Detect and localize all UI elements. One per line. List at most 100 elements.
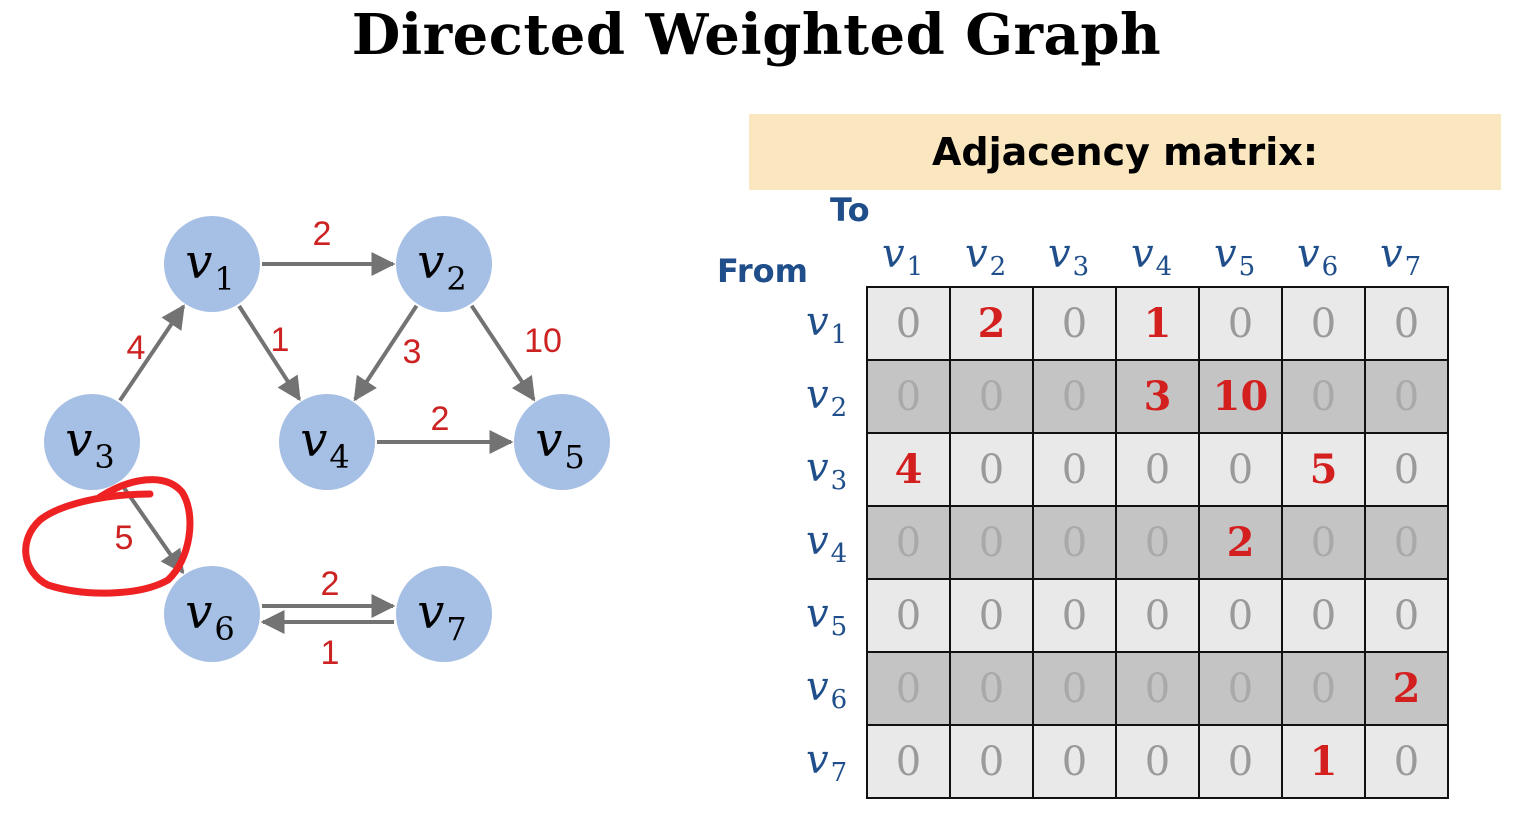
node-circle-v4	[279, 394, 375, 490]
column-header-3: v3	[1048, 234, 1089, 280]
edge-v1-v4	[237, 304, 302, 402]
node-label-v4: v4	[300, 412, 349, 476]
matrix-cell: 0	[1032, 651, 1117, 726]
matrix-cell: 0	[1281, 578, 1366, 653]
node-label-v2: v2	[417, 234, 466, 298]
matrix-cell: 0	[1115, 724, 1200, 799]
column-header-4: v4	[1131, 234, 1172, 280]
matrix-cell: 2	[949, 286, 1034, 361]
column-header-subscript: 2	[989, 252, 1007, 282]
matrix-cell: 0	[1032, 505, 1117, 580]
node-label-v1: v1	[185, 234, 234, 298]
matrix-cell: 0	[1198, 432, 1283, 507]
matrix-cell: 0	[866, 505, 951, 580]
node-letter: v	[535, 412, 562, 468]
matrix-cell: 0	[1115, 432, 1200, 507]
edge-v3-v1	[118, 304, 186, 402]
matrix-cell: 0	[1198, 286, 1283, 361]
row-header-5: v5	[806, 594, 847, 640]
column-header-7: v7	[1380, 234, 1421, 280]
matrix-cell: 0	[949, 359, 1034, 434]
node-circle-v1	[164, 216, 260, 312]
matrix-cell: 0	[1364, 286, 1449, 361]
column-header-5: v5	[1214, 234, 1255, 280]
row-header-letter: v	[806, 664, 829, 710]
matrix-cell: 0	[1032, 359, 1117, 434]
matrix-cell: 0	[866, 724, 951, 799]
node-v3: v3	[44, 394, 140, 490]
hand-drawn-annotation-circle	[22, 476, 194, 597]
row-header-subscript: 1	[830, 320, 848, 350]
page-title: Directed Weighted Graph	[351, 2, 1162, 68]
node-label-v5: v5	[535, 412, 584, 476]
adjacency-matrix-banner: Adjacency matrix:	[749, 114, 1501, 190]
row-header-subscript: 4	[830, 539, 848, 569]
matrix-cell: 0	[866, 286, 951, 361]
row-header-letter: v	[806, 372, 829, 418]
matrix-cell: 0	[949, 578, 1034, 653]
node-subscript: 2	[446, 260, 466, 298]
column-header-2: v2	[965, 234, 1006, 280]
banner-title: Adjacency matrix:	[931, 130, 1319, 174]
column-header-letter: v	[1297, 231, 1320, 277]
matrix-cell: 0	[1281, 651, 1366, 726]
column-header-letter: v	[1048, 231, 1071, 277]
node-label-v6: v6	[185, 584, 234, 648]
matrix-cell: 0	[1115, 578, 1200, 653]
matrix-cell: 0	[866, 578, 951, 653]
column-header-subscript: 3	[1072, 252, 1090, 282]
node-v7: v7	[396, 566, 492, 662]
row-header-subscript: 7	[830, 758, 848, 788]
edge-weight-v4-v5: 2	[431, 400, 450, 438]
column-header-letter: v	[965, 231, 988, 277]
matrix-cell: 0	[1364, 724, 1449, 799]
matrix-cell: 0	[1115, 651, 1200, 726]
column-header-letter: v	[882, 231, 905, 277]
node-v5: v5	[514, 394, 610, 490]
matrix-cell: 2	[1364, 651, 1449, 726]
matrix-cell: 1	[1115, 286, 1200, 361]
matrix-cell: 10	[1198, 359, 1283, 434]
matrix-cell: 0	[1281, 286, 1366, 361]
matrix-cell: 0	[1032, 724, 1117, 799]
edge-v2-v5	[469, 304, 536, 402]
node-subscript: 1	[214, 260, 234, 298]
node-subscript: 4	[329, 438, 349, 476]
node-v1: v1	[164, 216, 260, 312]
column-header-subscript: 4	[1155, 252, 1173, 282]
edge-weight-v7-v6: 1	[321, 634, 340, 672]
edge-weight-v1-v4: 1	[271, 321, 290, 359]
node-subscript: 6	[214, 610, 234, 648]
column-header-letter: v	[1380, 231, 1403, 277]
edge-weight-v2-v5: 10	[524, 322, 562, 360]
node-letter: v	[185, 234, 212, 290]
node-subscript: 7	[446, 610, 466, 648]
edge-weight-v6-v7: 2	[321, 565, 340, 603]
matrix-cell: 0	[949, 432, 1034, 507]
column-header-subscript: 7	[1404, 252, 1422, 282]
node-subscript: 5	[564, 438, 584, 476]
row-header-7: v7	[806, 740, 847, 786]
edge-weight-v1-v2: 2	[313, 215, 332, 253]
node-label-v3: v3	[65, 412, 114, 476]
row-header-6: v6	[806, 667, 847, 713]
row-header-letter: v	[806, 445, 829, 491]
matrix-cell: 0	[1364, 432, 1449, 507]
matrix-cell: 0	[949, 505, 1034, 580]
row-header-letter: v	[806, 591, 829, 637]
node-v2: v2	[396, 216, 492, 312]
node-letter: v	[65, 412, 92, 468]
row-header-letter: v	[806, 299, 829, 345]
node-v4: v4	[279, 394, 375, 490]
matrix-cell: 0	[866, 651, 951, 726]
matrix-cell: 0	[1032, 432, 1117, 507]
axis-to-label: To	[830, 191, 870, 229]
column-header-subscript: 6	[1321, 252, 1339, 282]
